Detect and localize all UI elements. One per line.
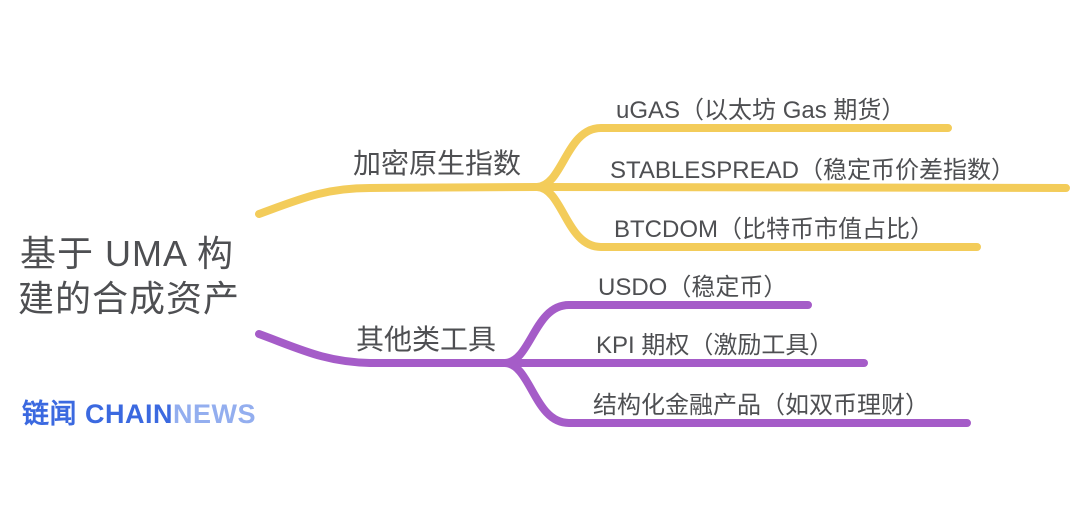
chainnews-logo: 链闻 CHAINNEWS	[22, 392, 256, 431]
root-node-line-1: 基于 UMA 构	[20, 233, 235, 274]
edge-root-to-other-tools	[255, 330, 509, 367]
chainnews-logo-primary: 链闻 CHAIN	[22, 399, 173, 429]
edge-crypto-index-to-btcdom	[533, 183, 981, 251]
root-node-line-2: 建的合成资产	[18, 278, 241, 319]
edge-root-to-crypto-index	[255, 183, 541, 218]
leaf-node-kpi-options: KPI 期权（激励工具）	[596, 332, 834, 359]
leaf-node-structured-products: 结构化金融产品（如双币理财）	[593, 392, 929, 419]
leaf-node-btcdom: BTCDOM（比特币市值占比）	[614, 216, 934, 243]
branch-node-other-tools: 其他类工具	[356, 324, 497, 355]
leaf-node-usdo: USDO（稳定币）	[598, 274, 788, 301]
edge-crypto-index-to-stablespread	[533, 183, 1070, 192]
chainnews-logo-secondary: NEWS	[173, 399, 256, 429]
branch-node-crypto-native-index: 加密原生指数	[353, 148, 522, 179]
leaf-node-ugas: uGAS（以太坊 Gas 期货）	[616, 97, 906, 124]
edge-other-tools-to-structured	[501, 359, 971, 427]
leaf-node-stablespread: STABLESPREAD（稳定币价差指数）	[610, 157, 1015, 184]
